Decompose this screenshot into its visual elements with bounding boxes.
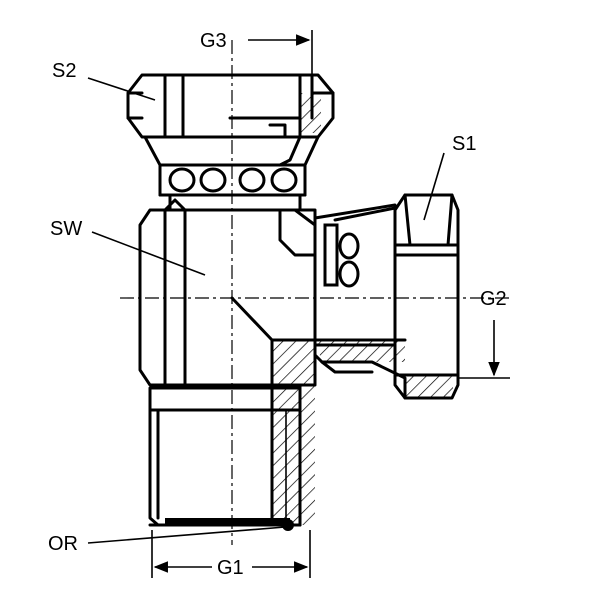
side-branch — [313, 203, 397, 347]
side-ball-1 — [338, 232, 360, 260]
label-g2: G2 — [480, 288, 507, 310]
label-g1: G1 — [217, 557, 244, 579]
side-ball-2 — [338, 260, 360, 288]
ball-3 — [238, 167, 266, 193]
dim-g2: G2 — [458, 288, 510, 379]
ball-1 — [168, 167, 196, 193]
ball-4 — [270, 167, 298, 193]
o-ring — [282, 519, 294, 531]
ball-2 — [199, 167, 227, 193]
side-nut — [393, 193, 460, 400]
label-s1: S1 — [452, 133, 476, 155]
collar-neck — [168, 193, 302, 212]
leader-s2: S2 — [52, 60, 156, 101]
threaded-stud — [148, 386, 302, 531]
label-or: OR — [48, 533, 78, 555]
label-s2: S2 — [52, 60, 76, 82]
label-g3: G3 — [200, 30, 227, 52]
leader-s1: S1 — [423, 133, 476, 221]
leader-sw: SW — [50, 218, 206, 276]
dim-g3: G3 — [200, 30, 313, 75]
dim-g1: G1 — [151, 530, 311, 579]
label-sw: SW — [50, 218, 82, 240]
leader-or: OR — [48, 526, 286, 555]
